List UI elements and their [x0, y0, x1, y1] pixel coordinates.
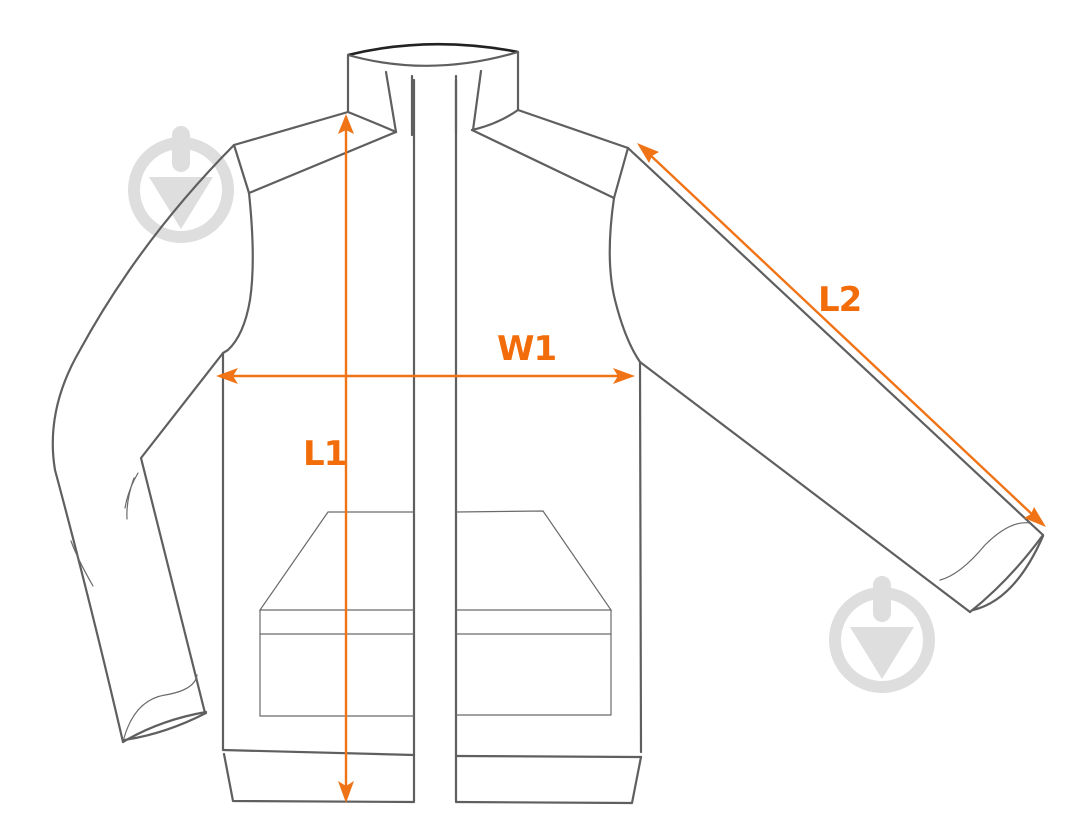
dimension-label-l1: L1: [303, 434, 347, 474]
jacket-outline: [51, 42, 1045, 805]
watermark-logo-icon: [829, 576, 935, 693]
dimension-l2-arrow: [637, 143, 1046, 527]
dimension-w1-arrow: [216, 368, 635, 384]
watermark-logo-icon: [128, 126, 234, 243]
dimension-label-l2: L2: [818, 280, 862, 320]
dimension-l1-arrow: [338, 114, 354, 803]
dimension-label-w1: W1: [497, 329, 557, 369]
